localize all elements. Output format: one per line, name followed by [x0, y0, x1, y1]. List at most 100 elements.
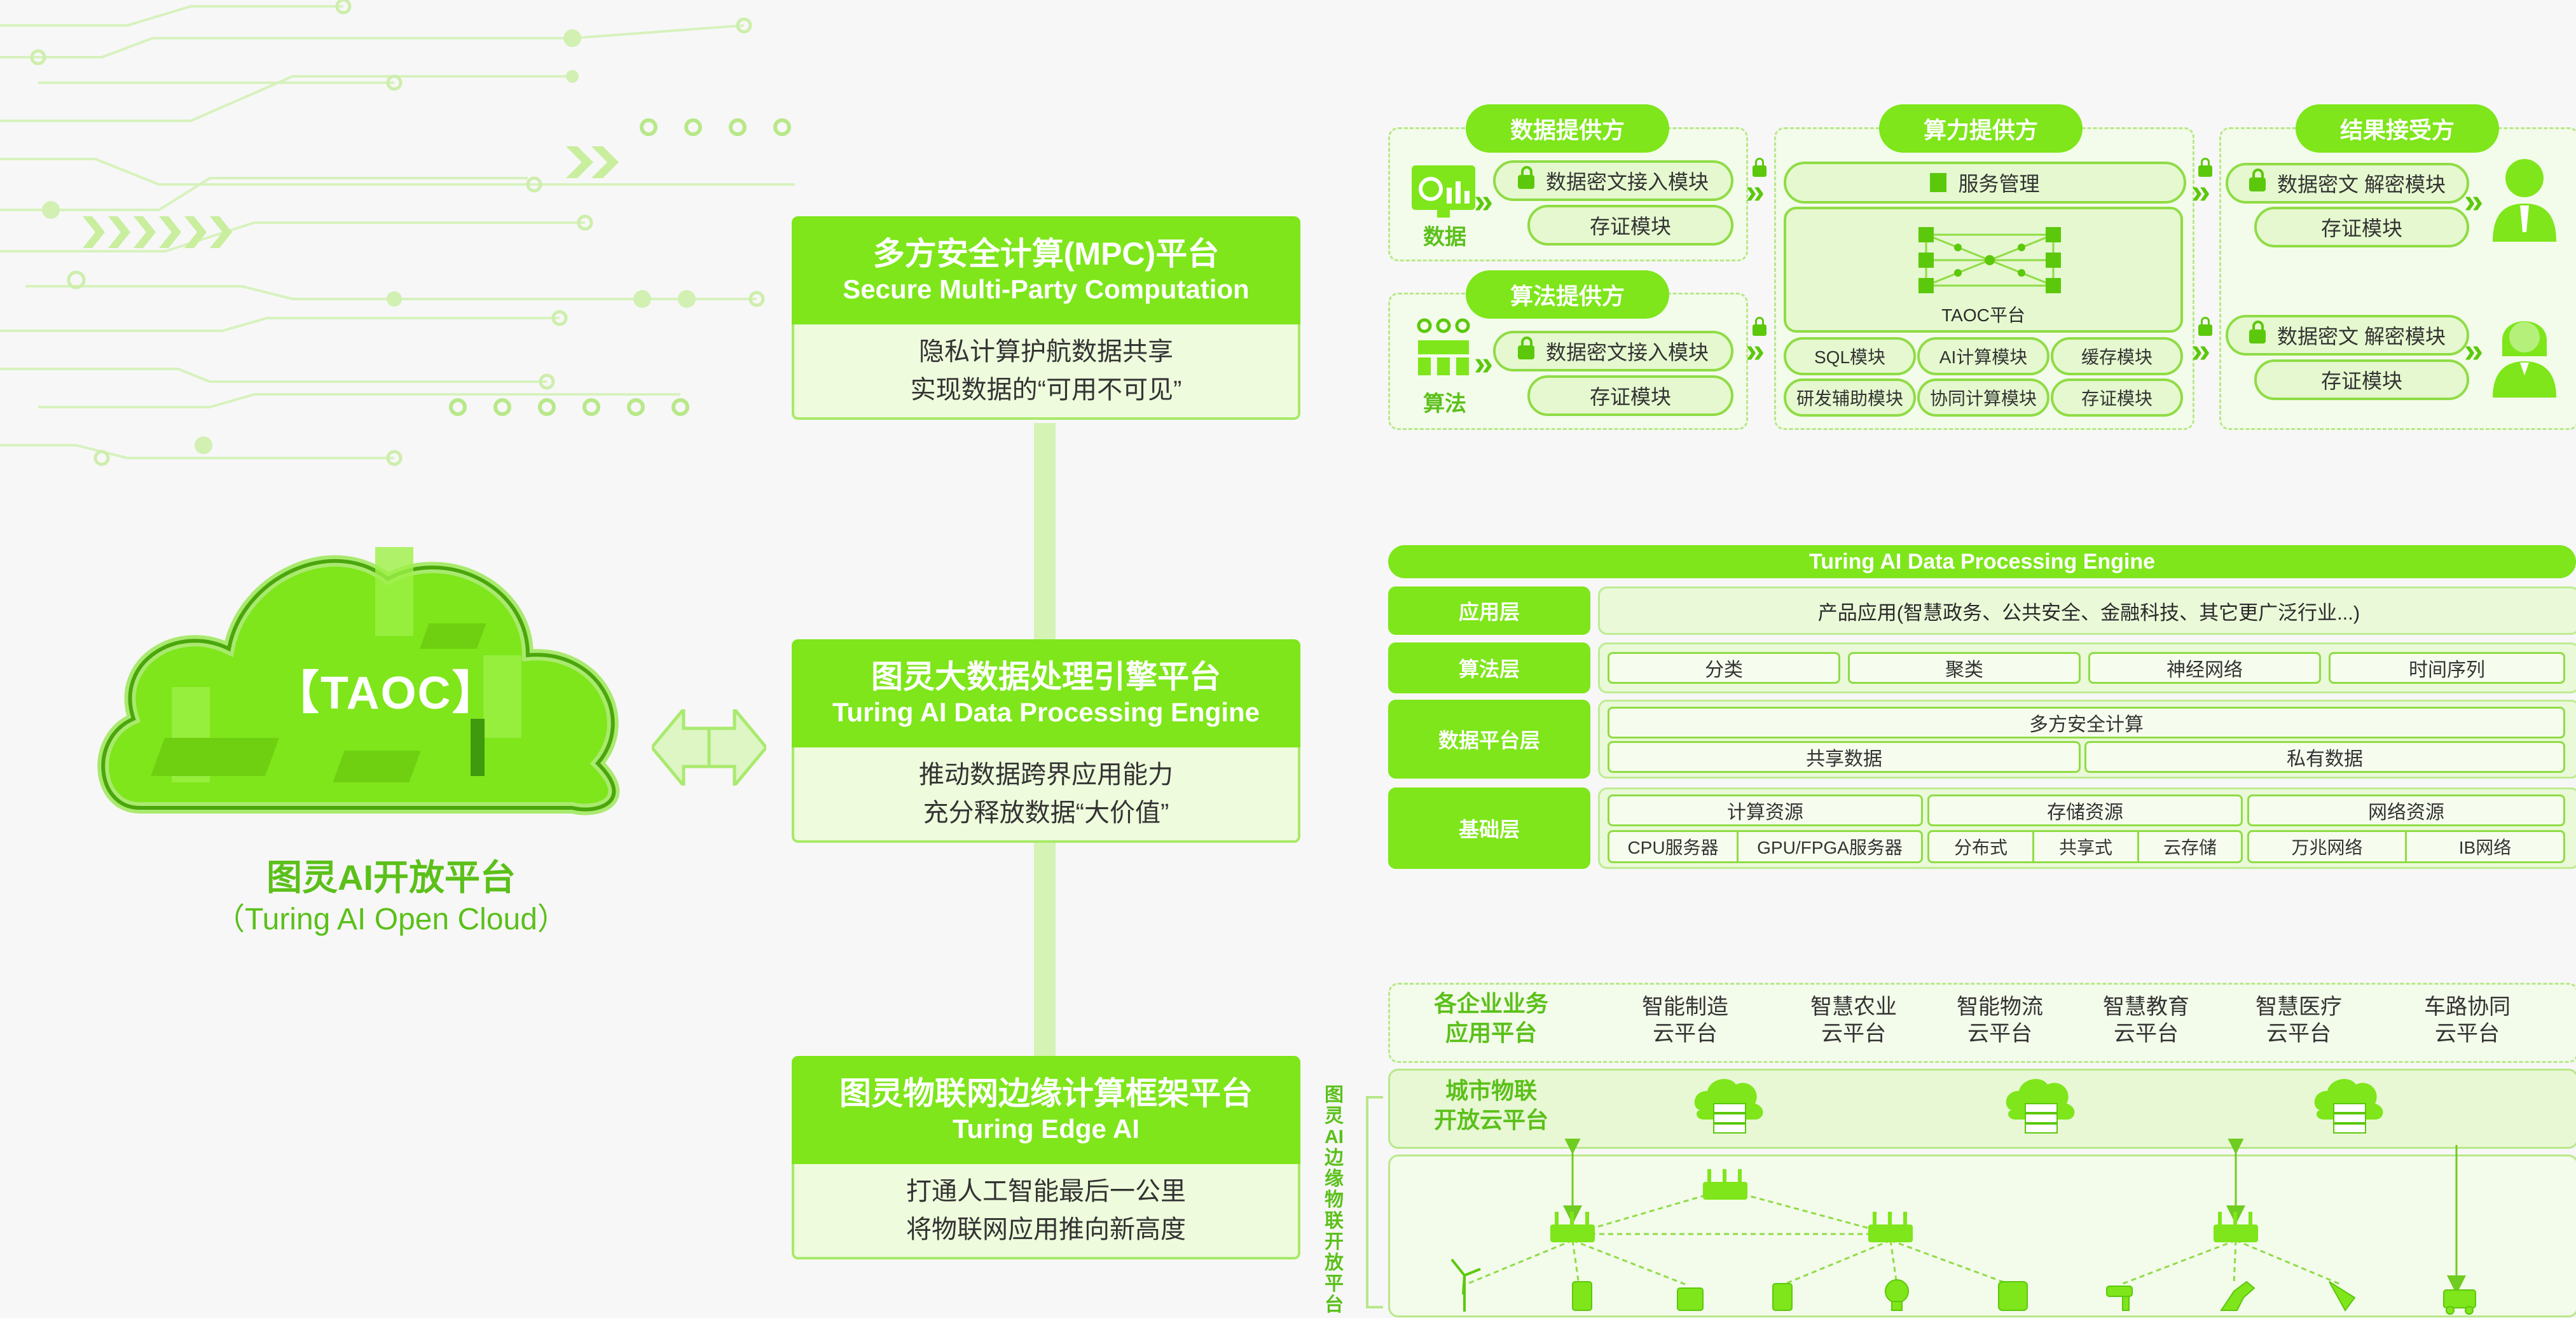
iot-network-diagram — [1450, 1139, 2476, 1315]
lock-icon — [1517, 336, 1534, 359]
card-subtitle: Secure Multi-Party Computation — [843, 274, 1250, 304]
collab-compute-module: 协同计算模块 — [1917, 378, 2049, 417]
lock-icon — [2249, 321, 2266, 343]
evidence-module: 存证模块 — [2254, 207, 2469, 247]
chevron-right-icon: » — [2464, 331, 2484, 370]
chevron-right-icon: » — [2191, 172, 2211, 211]
card-header: 图灵大数据处理引擎平台 Turing AI Data Processing En… — [792, 639, 1300, 747]
biz-item: 智慧农业云平台 — [1777, 994, 1930, 1047]
algo-icon-label: 算法 — [1423, 392, 1466, 416]
city-header: 城市物联 开放云平台 — [1399, 1076, 1583, 1135]
storage-items: 分布式 共享式 云存储 — [1927, 830, 2243, 863]
sub-item: CPU服务器 — [1627, 838, 1719, 857]
card-body: 隐私计算护航数据共享 实现数据的“可用不可见” — [792, 324, 1300, 420]
sub-item: 云存储 — [2163, 838, 2217, 857]
brand-title: 图灵AI开放平台 — [266, 857, 516, 898]
bracket-line — [1366, 1096, 1383, 1308]
sub-item: GPU/FPGA服务器 — [1757, 838, 1903, 857]
algo-cell: 聚类 — [1848, 652, 2081, 684]
card-text: 充分释放数据“大价值” — [923, 799, 1169, 827]
data-monitor-icon — [1412, 165, 1475, 218]
base-layer-row: 计算资源 存储资源 网络资源 CPU服务器 GPU/FPGA服务器 分布式 共享… — [1598, 787, 2576, 869]
biz-line: 智慧医疗 — [2256, 995, 2342, 1019]
resource-cell: 计算资源 — [1608, 794, 1923, 826]
cloud-server-icon — [2006, 1079, 2075, 1134]
divider — [2032, 832, 2034, 861]
chevron-right-icon: » — [2464, 182, 2484, 220]
service-management-module: 服务管理 — [1784, 162, 2186, 204]
layer-algo: 算法层 — [1388, 642, 1590, 693]
resource-cell: 存储资源 — [1927, 794, 2243, 826]
platform-card-engine: 图灵大数据处理引擎平台 Turing AI Data Processing En… — [792, 639, 1300, 843]
lock-icon — [2249, 169, 2266, 191]
algo-provider-label: 算法提供方 — [1466, 270, 1669, 319]
sub-item: 分布式 — [1953, 838, 2008, 857]
result-receiver-label: 结果接受方 — [2296, 104, 2499, 153]
cipher-access-module: 数据密文接入模块 — [1493, 160, 1733, 201]
user-businessman-icon — [2493, 159, 2556, 242]
brand-subtitle: （Turing AI Open Cloud） — [214, 903, 568, 936]
biz-line: 云平台 — [1653, 1022, 1718, 1046]
evidence-module: 存证模块 — [2254, 359, 2469, 400]
algo-layer-row: 分类 聚类 神经网络 时间序列 — [1598, 642, 2576, 693]
layer-base: 基础层 — [1388, 787, 1590, 869]
biz-line: 智慧教育 — [2103, 995, 2189, 1019]
double-arrow-icon — [652, 709, 766, 786]
biz-line: 云平台 — [1967, 1022, 2032, 1046]
ai-compute-module: AI计算模块 — [1917, 337, 2049, 375]
card-text: 将物联网应用推向新高度 — [906, 1216, 1186, 1244]
biz-line: 云平台 — [2435, 1022, 2500, 1046]
server-list-icon — [1930, 173, 1947, 192]
cloud-server-icon — [1694, 1079, 1763, 1134]
card-title: 多方安全计算(MPC)平台 — [872, 236, 1220, 272]
biz-line: 云平台 — [2266, 1022, 2331, 1046]
sub-item: 万兆网络 — [2291, 838, 2363, 857]
biz-line: 车路协同 — [2424, 995, 2511, 1019]
platform-card-edge: 图灵物联网边缘计算框架平台 Turing Edge AI 打通人工智能最后一公里… — [792, 1056, 1300, 1259]
dev-assist-module: 研发辅助模块 — [1784, 378, 1916, 417]
card-header: 图灵物联网边缘计算框架平台 Turing Edge AI — [792, 1056, 1300, 1164]
card-text: 隐私计算护航数据共享 — [919, 338, 1173, 366]
cache-module: 缓存模块 — [2051, 337, 2183, 375]
chevron-right-icon: » — [1474, 182, 1494, 220]
card-text: 打通人工智能最后一公里 — [906, 1177, 1186, 1205]
data-provider-label: 数据提供方 — [1466, 104, 1669, 153]
evidence-module: 存证模块 — [1527, 375, 1733, 416]
chevron-right-icon: » — [1746, 172, 1765, 211]
city-header-line: 开放云平台 — [1433, 1107, 1548, 1133]
sub-item: 共享式 — [2058, 838, 2112, 857]
biz-item: 智能制造云平台 — [1609, 994, 1761, 1047]
biz-header-line: 各企业业务 — [1433, 990, 1548, 1016]
biz-line: 云平台 — [2114, 1022, 2179, 1046]
card-text: 实现数据的“可用不可见” — [910, 376, 1182, 404]
biz-line: 智慧农业 — [1810, 995, 1897, 1019]
sub-item: IB网络 — [2458, 838, 2512, 857]
algo-cell: 分类 — [1608, 652, 1840, 684]
card-text: 推动数据跨界应用能力 — [919, 761, 1173, 789]
card-subtitle: Turing AI Data Processing Engine — [832, 697, 1260, 727]
divider — [1737, 832, 1739, 861]
network-topology-icon — [1918, 227, 2061, 293]
divider — [2137, 832, 2139, 861]
city-header-line: 城市物联 — [1445, 1078, 1537, 1104]
card-body: 打通人工智能最后一公里 将物联网应用推向新高度 — [792, 1164, 1300, 1259]
platform-card-mpc: 多方安全计算(MPC)平台 Secure Multi-Party Computa… — [792, 216, 1300, 420]
sql-module: SQL模块 — [1784, 337, 1916, 375]
module-label: 数据密文接入模块 — [1545, 170, 1709, 193]
biz-header: 各企业业务 应用平台 — [1399, 989, 1583, 1048]
connector-bar — [1034, 423, 1056, 639]
lock-icon — [1753, 317, 1767, 336]
cloud-server-icon — [2314, 1079, 2383, 1134]
shared-data-cell: 共享数据 — [1608, 741, 2081, 773]
chevron-right-icon: » — [1474, 344, 1494, 382]
connector-bar — [1034, 841, 1056, 1056]
network-items: 万兆网络 IB网络 — [2247, 830, 2565, 863]
biz-item: 车路协同云平台 — [2391, 994, 2544, 1047]
lock-icon — [2198, 158, 2212, 177]
decrypt-module: 数据密文 解密模块 — [2226, 315, 2469, 356]
biz-line: 云平台 — [1821, 1022, 1886, 1046]
business-platform-row — [1388, 983, 2576, 1063]
compute-provider-label: 算力提供方 — [1879, 104, 2083, 153]
card-title: 图灵大数据处理引擎平台 — [871, 659, 1221, 695]
card-body: 推动数据跨界应用能力 充分释放数据“大价值” — [792, 747, 1300, 843]
